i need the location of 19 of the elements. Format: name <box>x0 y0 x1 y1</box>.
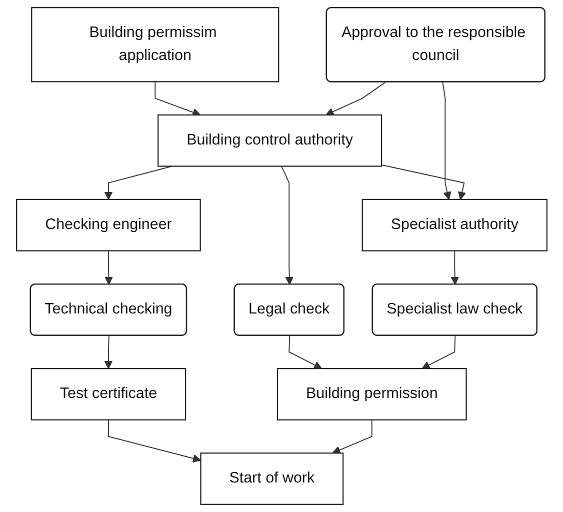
node-box: Building permissim application <box>30 7 279 82</box>
node-box: Start of work <box>200 452 344 505</box>
arrow <box>450 250 459 285</box>
node-box: Specialist authority <box>362 198 548 252</box>
arrow <box>325 82 386 116</box>
arrow <box>108 419 201 462</box>
node-box: Test certificate <box>30 368 186 420</box>
arrow <box>280 166 294 285</box>
node-box: Checking engineer <box>16 198 201 252</box>
node-box: Building control authority <box>157 114 382 167</box>
node-box: Building permission <box>276 368 467 420</box>
arrow <box>442 82 452 200</box>
arrow <box>104 335 112 369</box>
arrow <box>380 164 466 200</box>
arrow <box>288 335 322 369</box>
arrow <box>421 335 456 369</box>
arrow <box>104 250 113 285</box>
arrow <box>154 81 200 116</box>
arrow <box>332 419 372 454</box>
